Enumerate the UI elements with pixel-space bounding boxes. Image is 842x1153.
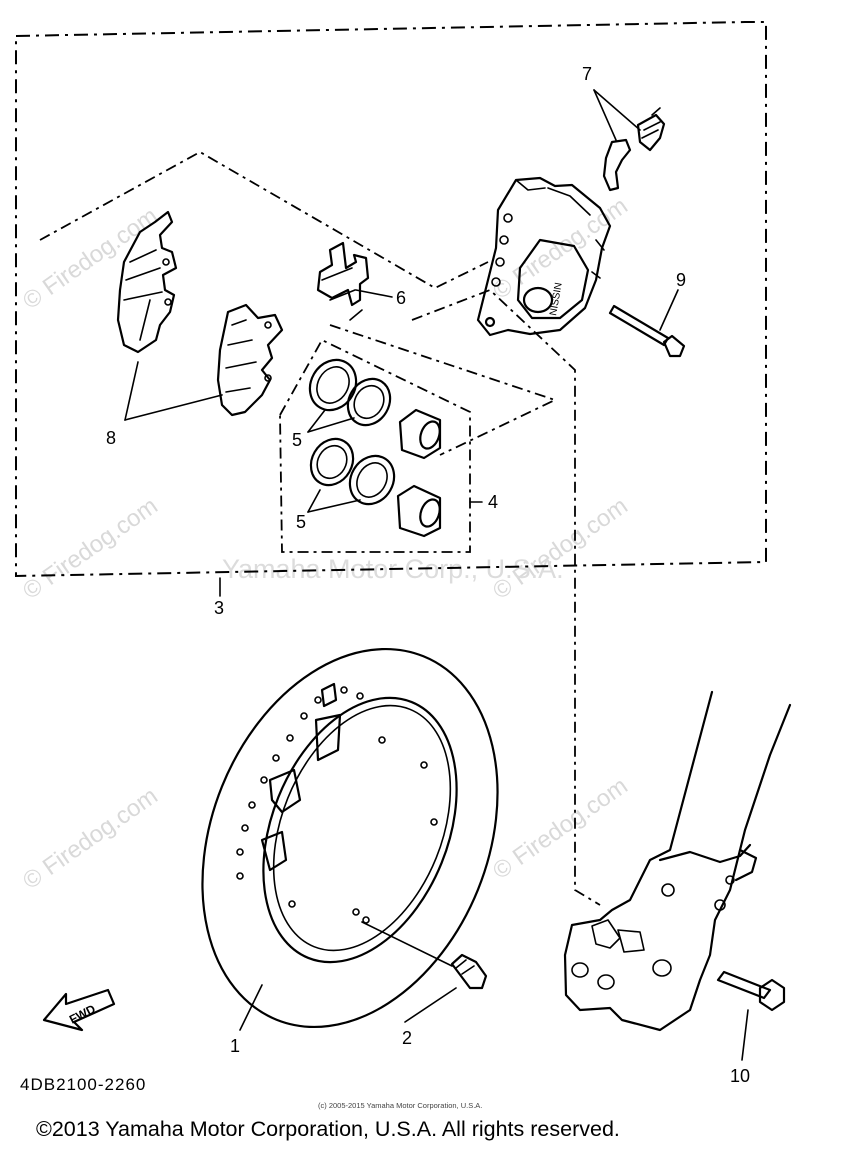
piston-seal xyxy=(348,454,396,506)
piston-seal xyxy=(309,437,355,487)
caliper-marking: NISSIN xyxy=(548,282,565,317)
watermark-firedog: © Firedog.com xyxy=(488,772,633,885)
callout-5b: 5 xyxy=(296,512,306,532)
bleed-screw-cap xyxy=(602,138,632,192)
piston-seal xyxy=(346,377,392,427)
callout-9: 9 xyxy=(676,270,686,290)
piston-seal xyxy=(308,358,358,412)
fwd-label: FWD xyxy=(67,1002,98,1027)
assembly-boundary xyxy=(15,21,767,578)
watermark-firedog: © Firedog.com xyxy=(18,202,163,315)
callout-5a: 5 xyxy=(292,430,302,450)
callout-1: 1 xyxy=(230,1036,240,1056)
callout-3: 3 xyxy=(214,598,224,618)
callout-8: 8 xyxy=(106,428,116,448)
callout-2: 2 xyxy=(402,1028,412,1048)
pad-pin xyxy=(608,304,686,358)
watermark-layer: © Firedog.com © Firedog.com © Firedog.co… xyxy=(18,192,633,895)
watermark-firedog: © Firedog.com xyxy=(18,492,163,605)
caliper-piston xyxy=(396,484,442,538)
diagram-part-code: 4DB2100-2260 xyxy=(20,1075,146,1094)
callout-4: 4 xyxy=(488,492,498,512)
bleed-screw xyxy=(636,107,666,152)
alignment-line-caliper xyxy=(411,288,601,906)
caliper-bolt xyxy=(716,970,786,1012)
callout-7: 7 xyxy=(582,64,592,84)
brake-pad-left xyxy=(116,210,178,354)
callout-6: 6 xyxy=(396,288,406,308)
seal-kit-boundary xyxy=(279,338,471,553)
brake-disc xyxy=(201,647,499,1029)
disc-bolt xyxy=(450,953,488,990)
callout-10: 10 xyxy=(730,1066,750,1086)
watermark-firedog: © Firedog.com xyxy=(18,782,163,895)
leader-lines xyxy=(124,89,749,1061)
small-copyright: (c) 2005-2015 Yamaha Motor Corporation, … xyxy=(318,1101,482,1110)
front-fork xyxy=(563,690,792,1032)
caliper-piston xyxy=(398,408,442,460)
alignment-line-seals xyxy=(329,324,558,456)
brake-pad-right xyxy=(216,303,284,417)
alignment-line-pads xyxy=(39,150,489,290)
copyright-notice: ©2013 Yamaha Motor Corporation, U.S.A. A… xyxy=(36,1117,620,1141)
pad-support-clip xyxy=(316,241,370,321)
fwd-arrow-icon: FWD xyxy=(42,988,116,1032)
watermark-firedog: © Firedog.com xyxy=(488,492,633,605)
